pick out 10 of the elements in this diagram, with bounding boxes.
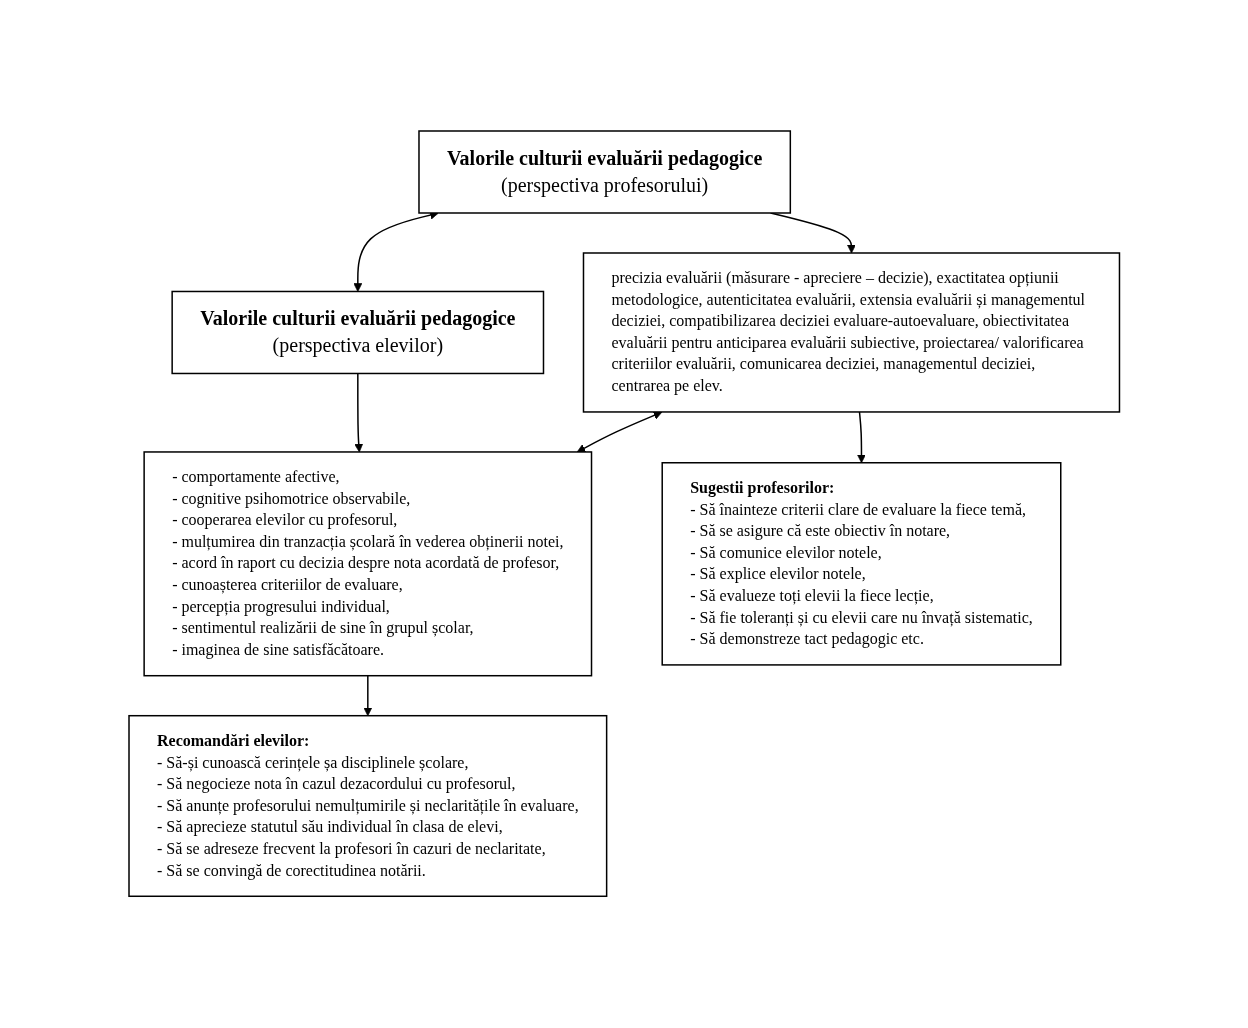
arrow [363, 675, 372, 717]
node-box: Sugestii profesorilor: - Să înainteze criterii clare de evaluare la fiece temă, - Să se asigure că este obiectiv în notare, - Să comunice elevilor notele, - Să explice elevilor notele, - Să evalueze toți elevii la fiece lecție, - Să fie toleranți și cu elevii care nu învață sistematic, - Să demonstreze tact pedagogic etc. [661, 462, 1062, 666]
arrow [576, 411, 663, 453]
node-box: Recomandări elevilor: - Să-și cunoască cerințele șa disciplinele școlare, - Să negocieze nota în cazul dezacordului cu profesorul, - Să anunțe profesorului nemulțumirile și neclaritățile în evaluare, - Să aprecieze statutul său individual în clasa de elevi, - Să se adreseze frecvent la profesori în cazuri de neclaritate, - Să se convingă de corectitudinea notării. [128, 715, 608, 898]
node-box: - comportamente afective, - cognitive psihomotrice observabile, - cooperarea elevilor cu profesorul, - mulțumirea din tranzacția școlară în vederea obținerii notei, - acord în raport cu decizia despre nota acordată de profesor, - cunoașterea criteriilor de evaluare, - percepția progresului individual, - sentimentul realizării de sine în grupul școlar, - imaginea de sine satisfăcătoare. [143, 451, 592, 677]
node-box: precizia evaluării (măsurare - apreciere – decizie), exactitatea opțiunii metodologice, autenticitatea evaluării, extensia evaluării și managementul deciziei, compatibilizarea deciziei evaluare-autoevaluare, obiectivitatea evaluării pentru anticiparea evaluării subiective, proiectarea/ valorificarea criteriilor evaluării, comunicarea deciziei, managementul deciziei, centrarea pe elev. [582, 252, 1120, 414]
node-box: Valorile culturii evaluării pedagogice (perspectiva profesorului) [418, 130, 791, 215]
arrow [354, 373, 363, 453]
node-box: Valorile culturii evaluării pedagogice (perspectiva elevilor) [171, 291, 544, 375]
arrow [856, 411, 866, 464]
